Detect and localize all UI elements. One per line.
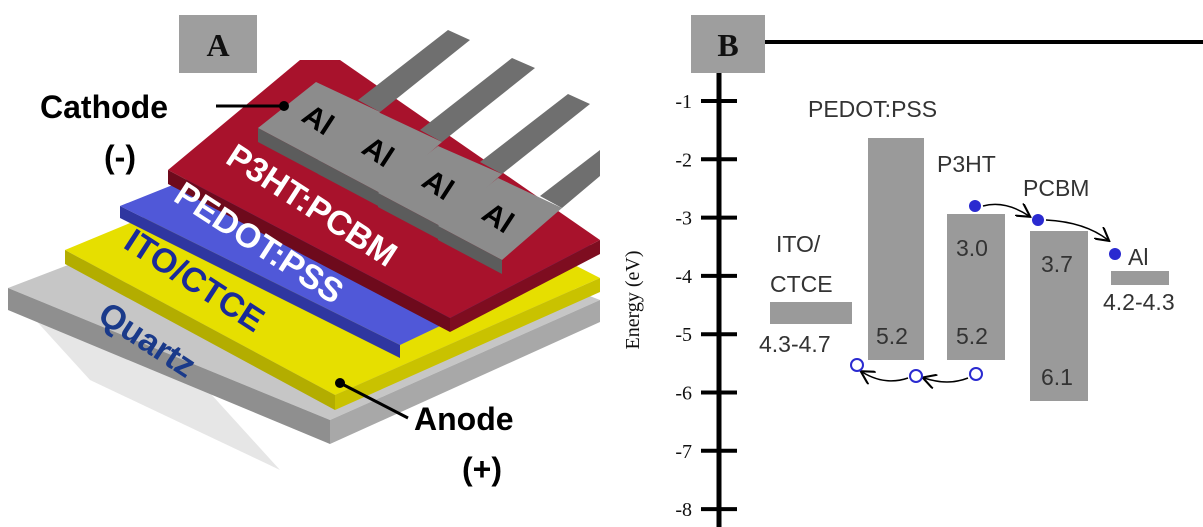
al-pad bbox=[438, 178, 562, 260]
axis-tick-label: -1 bbox=[675, 91, 692, 113]
quartz-side bbox=[8, 288, 330, 444]
hole-p3ht bbox=[969, 367, 983, 381]
panel-a-label: A bbox=[206, 27, 229, 63]
al-level-bar bbox=[1111, 271, 1169, 285]
electron-al bbox=[1109, 248, 1121, 260]
axis-tick-label: -6 bbox=[675, 383, 692, 405]
al-name: Al bbox=[1128, 244, 1148, 270]
anode-sign: (+) bbox=[462, 451, 502, 487]
p3ht-lumo-value: 3.0 bbox=[956, 235, 988, 261]
hole-transfer-arrow bbox=[862, 372, 909, 381]
axis-tick-label: -3 bbox=[675, 208, 692, 230]
electron-p3ht bbox=[969, 200, 981, 212]
electron-transfer-arrow bbox=[982, 204, 1029, 216]
al-fingers bbox=[358, 30, 600, 208]
al-pad bbox=[258, 82, 380, 162]
pcbm-name: PCBM bbox=[1023, 175, 1089, 201]
ito-value: 4.3-4.7 bbox=[759, 331, 831, 357]
axis-tick-label: -4 bbox=[675, 266, 692, 288]
p3ht-name: P3HT bbox=[937, 151, 996, 177]
pedot-bar bbox=[868, 138, 924, 360]
al-value: 4.2-4.3 bbox=[1103, 289, 1175, 315]
p3ht-homo-value: 5.2 bbox=[956, 323, 988, 349]
ito-side-right bbox=[335, 278, 600, 410]
ito-name-line2: CTCE bbox=[770, 271, 833, 297]
pedot-name: PEDOT:PSS bbox=[808, 96, 937, 122]
active-side-right bbox=[450, 240, 600, 332]
al-pad bbox=[378, 146, 502, 227]
pedot-side bbox=[120, 206, 400, 358]
ito-side bbox=[65, 250, 335, 410]
pcbm-bar bbox=[1030, 231, 1088, 401]
electron-transfer-arrow bbox=[1045, 219, 1108, 240]
cathode-label: Cathode bbox=[40, 89, 168, 125]
al-pads bbox=[258, 82, 562, 274]
quartz-side-right bbox=[330, 300, 600, 444]
p3ht-bar bbox=[947, 214, 1005, 360]
cathode-dot bbox=[279, 101, 289, 111]
panel-b-label: B bbox=[717, 27, 738, 63]
al-pad bbox=[318, 112, 442, 194]
panel-a: A bbox=[8, 15, 600, 487]
hole-ito bbox=[850, 358, 864, 372]
hole-transfer-arrow bbox=[924, 378, 969, 382]
anode-leader-line bbox=[341, 382, 409, 420]
axis-ticks: -1 -2 -3 -4 -5 -6 -7 -8 bbox=[675, 91, 737, 521]
ito-name-line1: ITO/ bbox=[776, 231, 821, 257]
energy-axis-label: Energy (eV) bbox=[622, 250, 644, 349]
axis-tick-label: -8 bbox=[675, 499, 692, 521]
panel-b: B Energy (eV) -1 -2 -3 -4 -5 -6 -7 -8 PEDOT:PSS… bbox=[622, 15, 1203, 527]
active-side bbox=[168, 170, 450, 332]
pcbm-homo-value: 6.1 bbox=[1041, 364, 1073, 390]
hole-pedot bbox=[909, 369, 923, 383]
anode-dot bbox=[335, 378, 345, 388]
axis-tick-label: -2 bbox=[675, 149, 692, 171]
panel-b-label-box bbox=[691, 15, 765, 73]
axis-tick-label: -7 bbox=[675, 441, 692, 463]
pcbm-lumo-value: 3.7 bbox=[1041, 251, 1073, 277]
ito-level-bar bbox=[770, 302, 852, 324]
cathode-sign: (-) bbox=[104, 139, 136, 175]
axis-tick-label: -5 bbox=[675, 324, 692, 346]
pedot-value: 5.2 bbox=[876, 323, 908, 349]
anode-label: Anode bbox=[414, 401, 514, 437]
electron-pcbm bbox=[1032, 214, 1044, 226]
panel-a-label-box bbox=[179, 15, 257, 73]
